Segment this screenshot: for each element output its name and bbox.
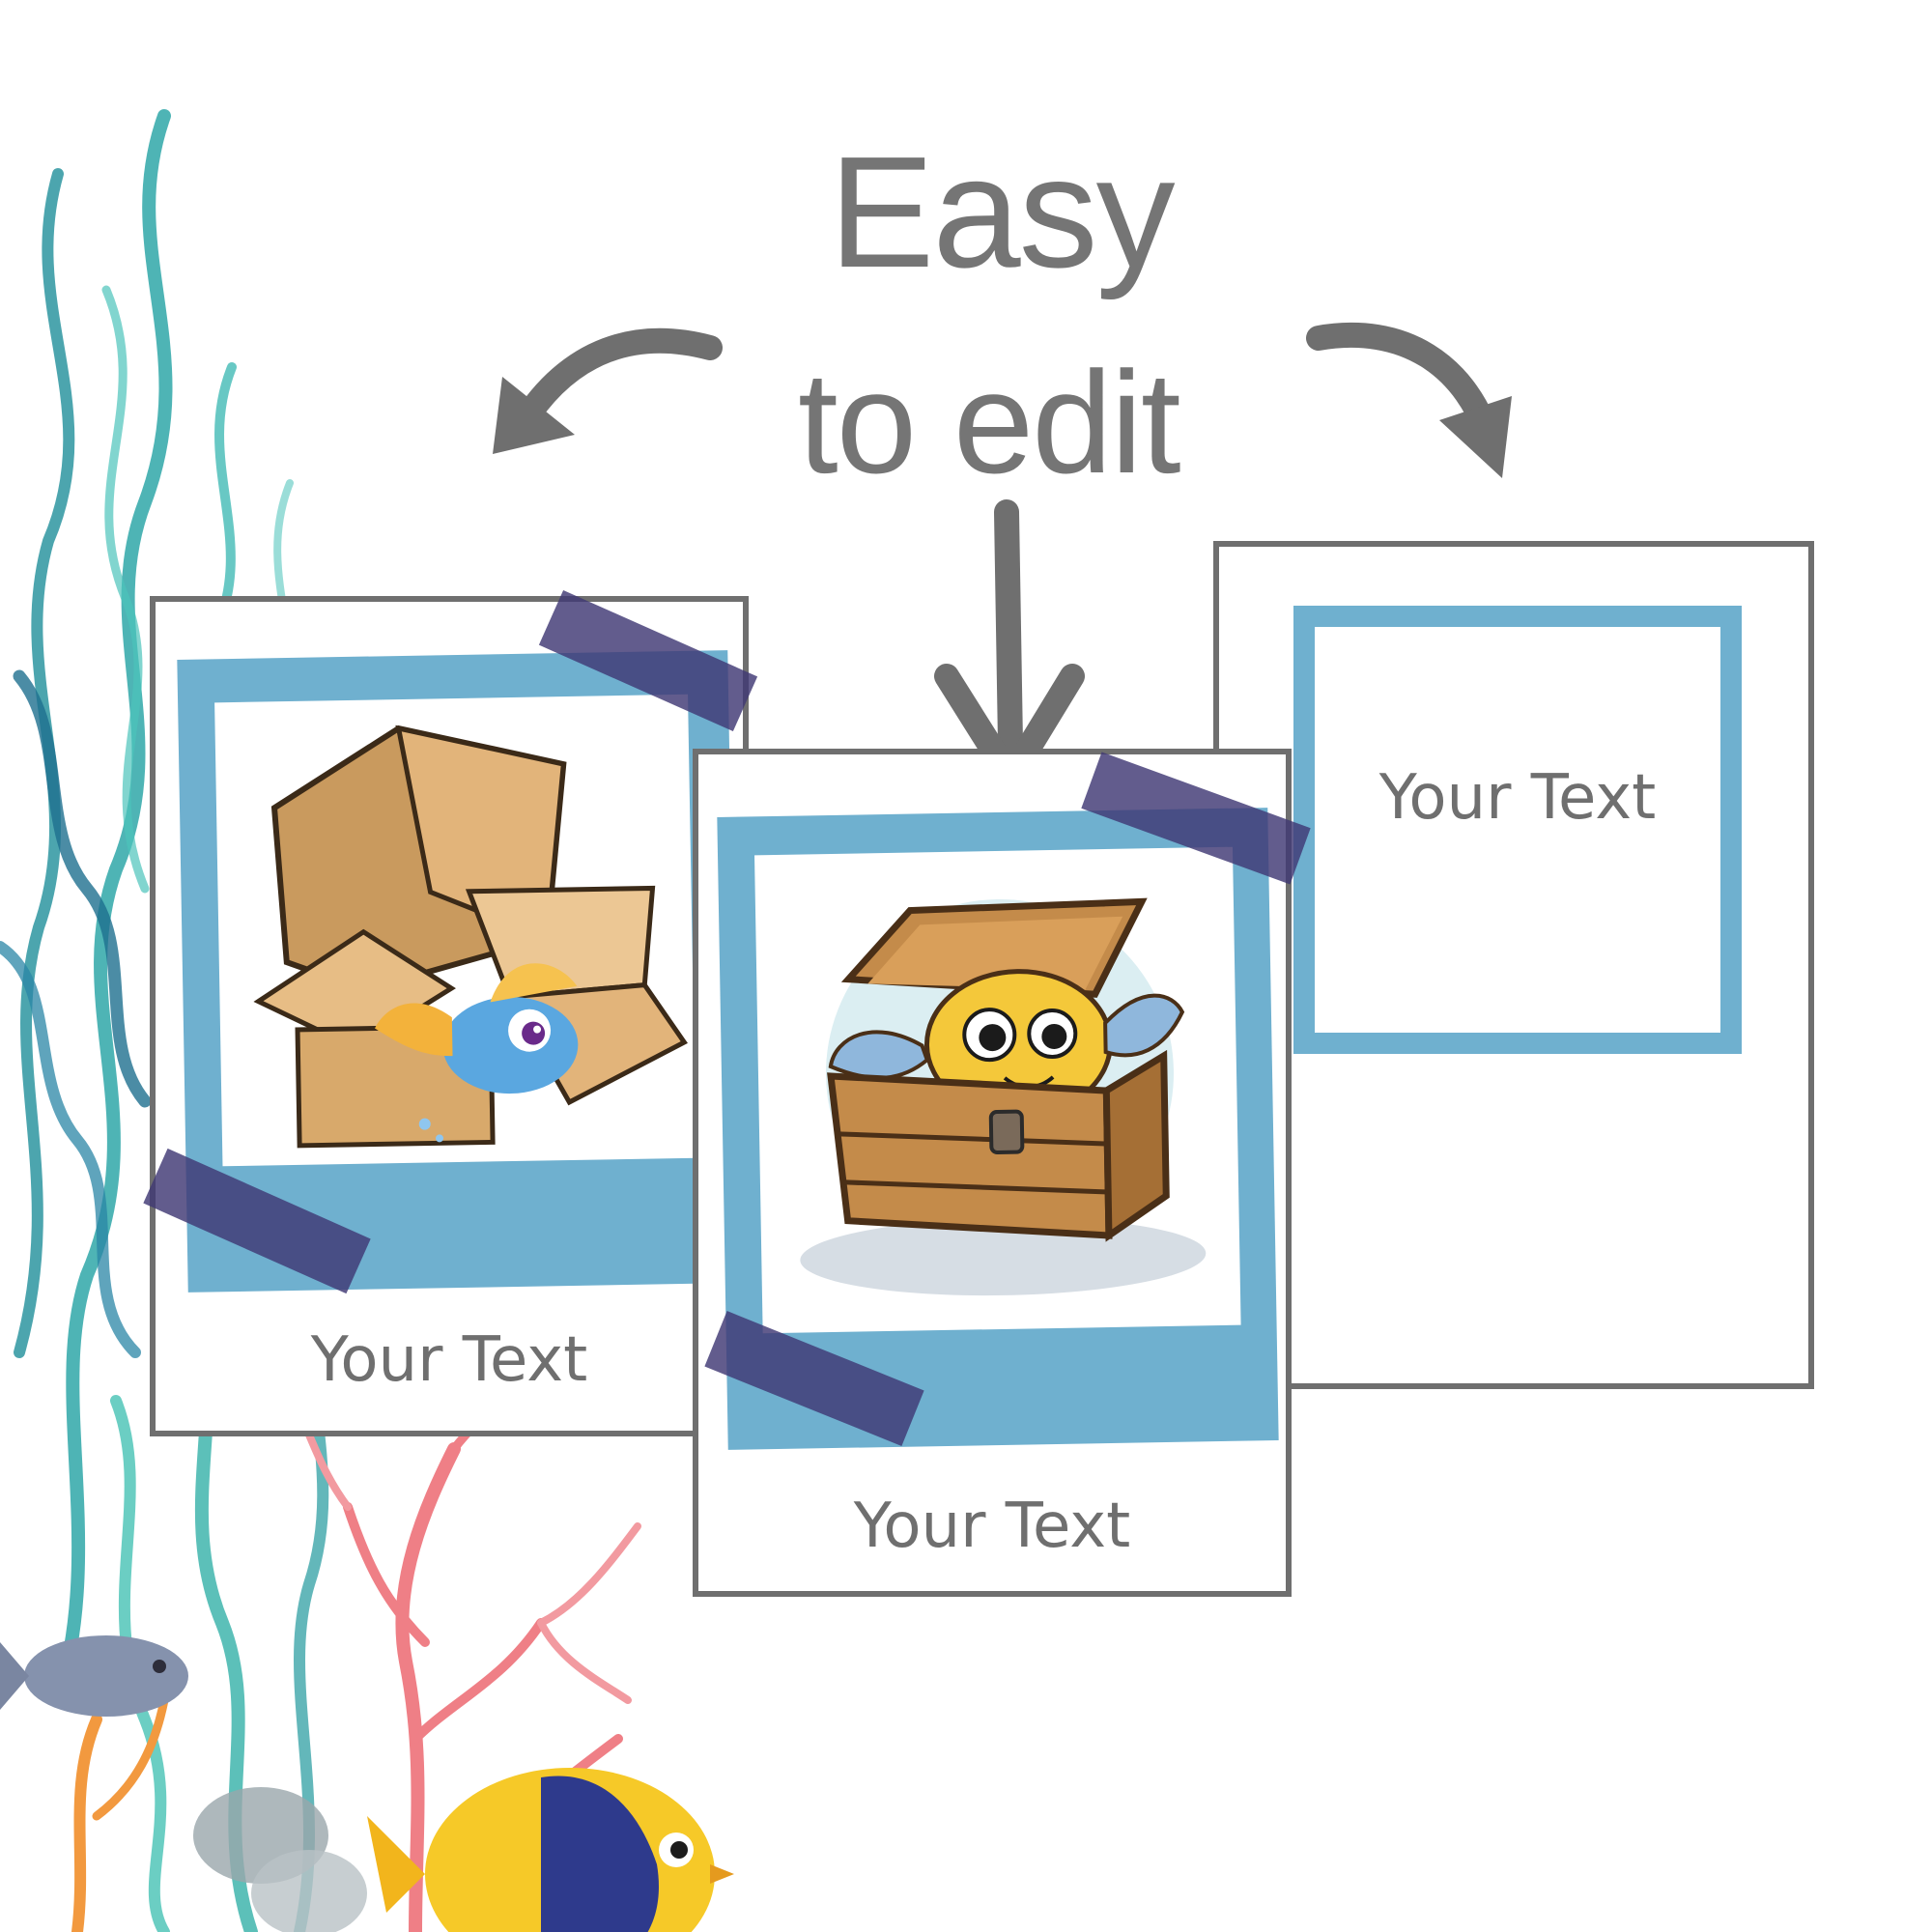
curved-arrow-left-icon [493, 327, 723, 454]
photo-area [754, 846, 1241, 1334]
card-middle[interactable]: Your Text [693, 749, 1311, 1597]
photo-area [214, 694, 696, 1167]
card-right[interactable]: Your Text [1213, 541, 1814, 1389]
photo-frame [177, 650, 739, 1293]
fish-chest-illustration [800, 897, 1207, 1296]
headline-easy: Easy [829, 124, 1176, 300]
curved-arrow-right-icon [1306, 322, 1512, 478]
yellow-fish-decor [367, 1768, 734, 1932]
card-caption[interactable]: Your Text [310, 1324, 588, 1396]
shells-decor [193, 1787, 367, 1932]
text-box: Your Text [1315, 627, 1720, 1033]
card-caption[interactable]: Your Text [1378, 762, 1657, 834]
fish-box-illustration [253, 724, 688, 1149]
card-left[interactable]: Your Text [143, 589, 758, 1436]
card-caption[interactable]: Your Text [853, 1491, 1131, 1562]
headline-to-edit: to edit [798, 341, 1181, 503]
photo-frame: Your Text [1293, 606, 1742, 1054]
photo-frame [717, 808, 1279, 1450]
gray-fish-decor [0, 1635, 188, 1717]
